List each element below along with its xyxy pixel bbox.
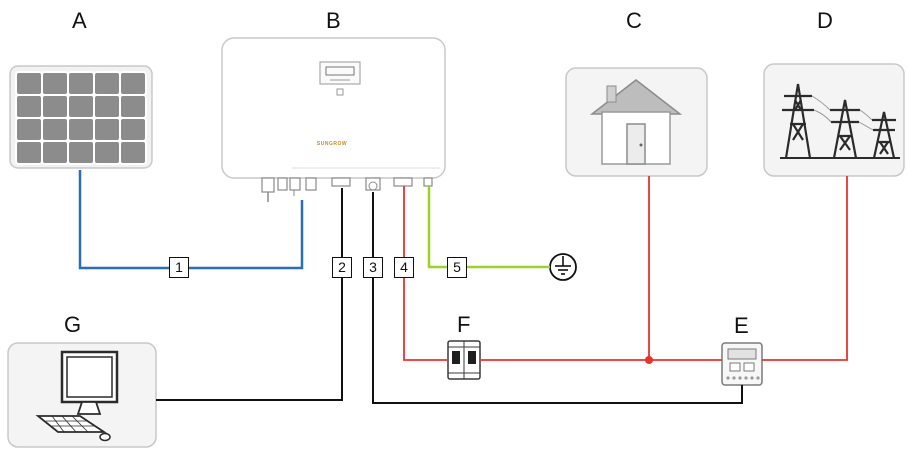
cable-label-2: 2 xyxy=(332,257,352,278)
ac-junction-dot xyxy=(645,356,653,364)
ground-cable xyxy=(427,186,550,269)
cable-label-5: 5 xyxy=(447,257,467,278)
comm-cable-meter xyxy=(372,192,743,404)
cable-label-4: 4 xyxy=(394,257,414,278)
inverter-brand: SUNGROW xyxy=(316,141,348,147)
label-house: C xyxy=(626,8,642,33)
inverter-icon xyxy=(221,37,446,202)
power-grid-icon xyxy=(763,63,905,177)
dc-cable xyxy=(78,170,304,270)
label-grid: D xyxy=(817,8,833,33)
smart-meter-icon xyxy=(721,342,763,386)
label-computer: G xyxy=(64,312,82,337)
cable-label-3: 3 xyxy=(363,257,383,278)
ac-cable-grid xyxy=(762,176,848,361)
comm-cable-computer xyxy=(156,188,343,401)
house-icon xyxy=(565,67,708,177)
circuit-breaker-icon xyxy=(447,340,481,380)
pv-panel-icon xyxy=(9,65,153,169)
label-inverter: B xyxy=(326,8,341,33)
ac-cable-inverter xyxy=(403,186,448,361)
ground-symbol-icon xyxy=(549,253,577,281)
label-breaker: F xyxy=(457,312,471,337)
label-meter: E xyxy=(734,313,749,338)
label-pv-panel: A xyxy=(72,8,87,33)
cable-label-1: 1 xyxy=(169,257,189,278)
computer-icon xyxy=(7,342,157,448)
